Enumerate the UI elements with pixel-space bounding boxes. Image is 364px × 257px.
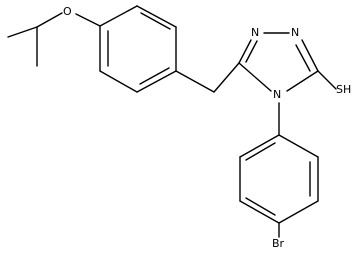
- methylene-bridge: [175, 62, 240, 93]
- bond: [245, 40, 258, 63]
- atom-label-bromine: Br: [272, 237, 285, 250]
- bond: [7, 26, 38, 38]
- bond: [295, 44, 311, 72]
- atom-label-nitrogen: N: [291, 26, 299, 39]
- bond: [136, 5, 177, 28]
- bond: [245, 142, 276, 161]
- bond: [239, 200, 280, 224]
- bond: [99, 5, 138, 27]
- bond: [317, 70, 337, 90]
- bond: [75, 13, 101, 27]
- bond: [238, 39, 252, 64]
- atom-label-nitrogen: N: [273, 88, 281, 101]
- bond: [278, 200, 319, 224]
- bond: [213, 62, 240, 93]
- bond: [286, 70, 319, 92]
- bond: [99, 70, 138, 93]
- bond: [278, 134, 319, 158]
- triazole-ring: [238, 32, 319, 92]
- bond: [239, 134, 280, 158]
- bond: [139, 67, 170, 85]
- phenyl-ring-top: [99, 5, 177, 93]
- bond: [140, 12, 171, 30]
- bond: [245, 197, 276, 216]
- atom-label-nitrogen: N: [251, 26, 259, 39]
- atom-label-oxygen: O: [63, 5, 72, 18]
- bond: [175, 70, 215, 93]
- isopropyl-group: [7, 12, 63, 67]
- bond: [36, 12, 63, 28]
- atom-label-thiol: SH: [336, 83, 351, 96]
- bond: [301, 39, 319, 72]
- bond: [238, 62, 272, 92]
- bond: [136, 70, 177, 93]
- phenyl-ring-bottom: [239, 134, 319, 224]
